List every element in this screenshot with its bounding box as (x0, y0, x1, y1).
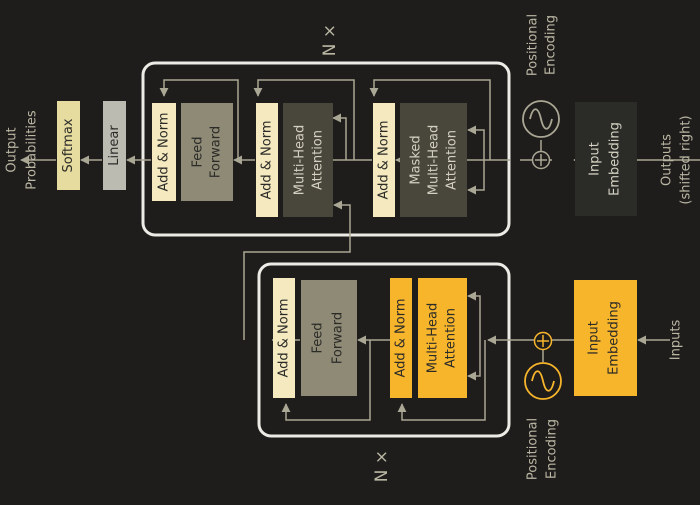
svg-text:Add & Norm: Add & Norm (394, 298, 409, 377)
svg-text:Input: Input (587, 321, 602, 355)
encoder-input-label: Inputs (669, 320, 684, 361)
svg-text:Outputs: Outputs (660, 134, 675, 186)
output-label-line2: Probabilities (25, 110, 40, 190)
encoder-repeat-label: N × (372, 450, 392, 482)
connection-wires (20, 79, 700, 421)
decoder-input-label: Outputs (shifted right) (660, 115, 694, 204)
decoder-add-norm-masked: Add & Norm (373, 103, 395, 217)
encoder-sine-wave-icon (524, 362, 562, 400)
softmax-block: Softmax (57, 101, 80, 190)
svg-text:Feed: Feed (311, 322, 326, 353)
decoder-plus-circle-icon (531, 150, 551, 170)
svg-text:Add & Norm: Add & Norm (377, 120, 392, 199)
svg-text:Forward: Forward (331, 312, 346, 364)
encoder-feed-forward: Feed Forward (301, 280, 357, 396)
decoder-cross-attention: Multi-Head Attention (283, 103, 333, 217)
decoder-positional-encoding-label: Positional Encoding (526, 14, 559, 76)
encoder-positional-encoding-label: Positional Encoding (526, 418, 560, 480)
decoder-sine-wave-icon (522, 100, 560, 138)
svg-text:Multi-Head: Multi-Head (426, 303, 441, 373)
svg-text:Add & Norm: Add & Norm (157, 112, 172, 191)
svg-text:Add & Norm: Add & Norm (260, 120, 275, 199)
encoder-frame (257, 262, 511, 438)
encoder-add-norm-attn: Add & Norm (390, 278, 412, 398)
decoder-input-embedding: Input Embedding (575, 102, 637, 216)
softmax-label: Softmax (61, 118, 76, 172)
svg-text:(shifted right): (shifted right) (679, 115, 694, 204)
decoder-feed-forward: Feed Forward (181, 103, 233, 201)
svg-text:Multi-Head: Multi-Head (427, 125, 442, 195)
decoder-repeat-label: N × (320, 24, 340, 56)
decoder-add-norm-cross: Add & Norm (256, 103, 278, 217)
svg-text:Input: Input (588, 142, 603, 176)
svg-text:Forward: Forward (209, 126, 224, 178)
svg-text:Embedding: Embedding (607, 301, 622, 375)
svg-text:Attention: Attention (444, 308, 459, 368)
encoder-attention: Multi-Head Attention (418, 278, 467, 398)
encoder-add-norm-ffn: Add & Norm (273, 278, 295, 398)
encoder-input-embedding: Input Embedding (574, 280, 637, 396)
linear-block: Linear (103, 101, 126, 190)
svg-text:Attention: Attention (311, 130, 326, 190)
svg-text:Masked: Masked (409, 135, 424, 184)
svg-text:Positional: Positional (526, 418, 541, 480)
output-probabilities-label: Output Probabilities (5, 110, 40, 190)
output-label-line1: Output (5, 127, 20, 172)
svg-text:Add & Norm: Add & Norm (277, 298, 292, 377)
svg-text:Encoding: Encoding (544, 15, 559, 75)
svg-text:Encoding: Encoding (545, 419, 560, 479)
svg-text:Feed: Feed (191, 136, 206, 167)
decoder-add-norm-ffn: Add & Norm (152, 103, 176, 201)
decoder-masked-attention: Masked Multi-Head Attention (400, 103, 467, 217)
svg-text:Multi-Head: Multi-Head (293, 125, 308, 195)
decoder-frame (141, 61, 511, 237)
svg-text:Positional: Positional (526, 14, 541, 76)
encoder-plus-circle-icon (533, 331, 553, 351)
svg-text:Attention: Attention (445, 130, 460, 190)
svg-text:Embedding: Embedding (608, 122, 623, 196)
linear-label: Linear (107, 125, 122, 166)
